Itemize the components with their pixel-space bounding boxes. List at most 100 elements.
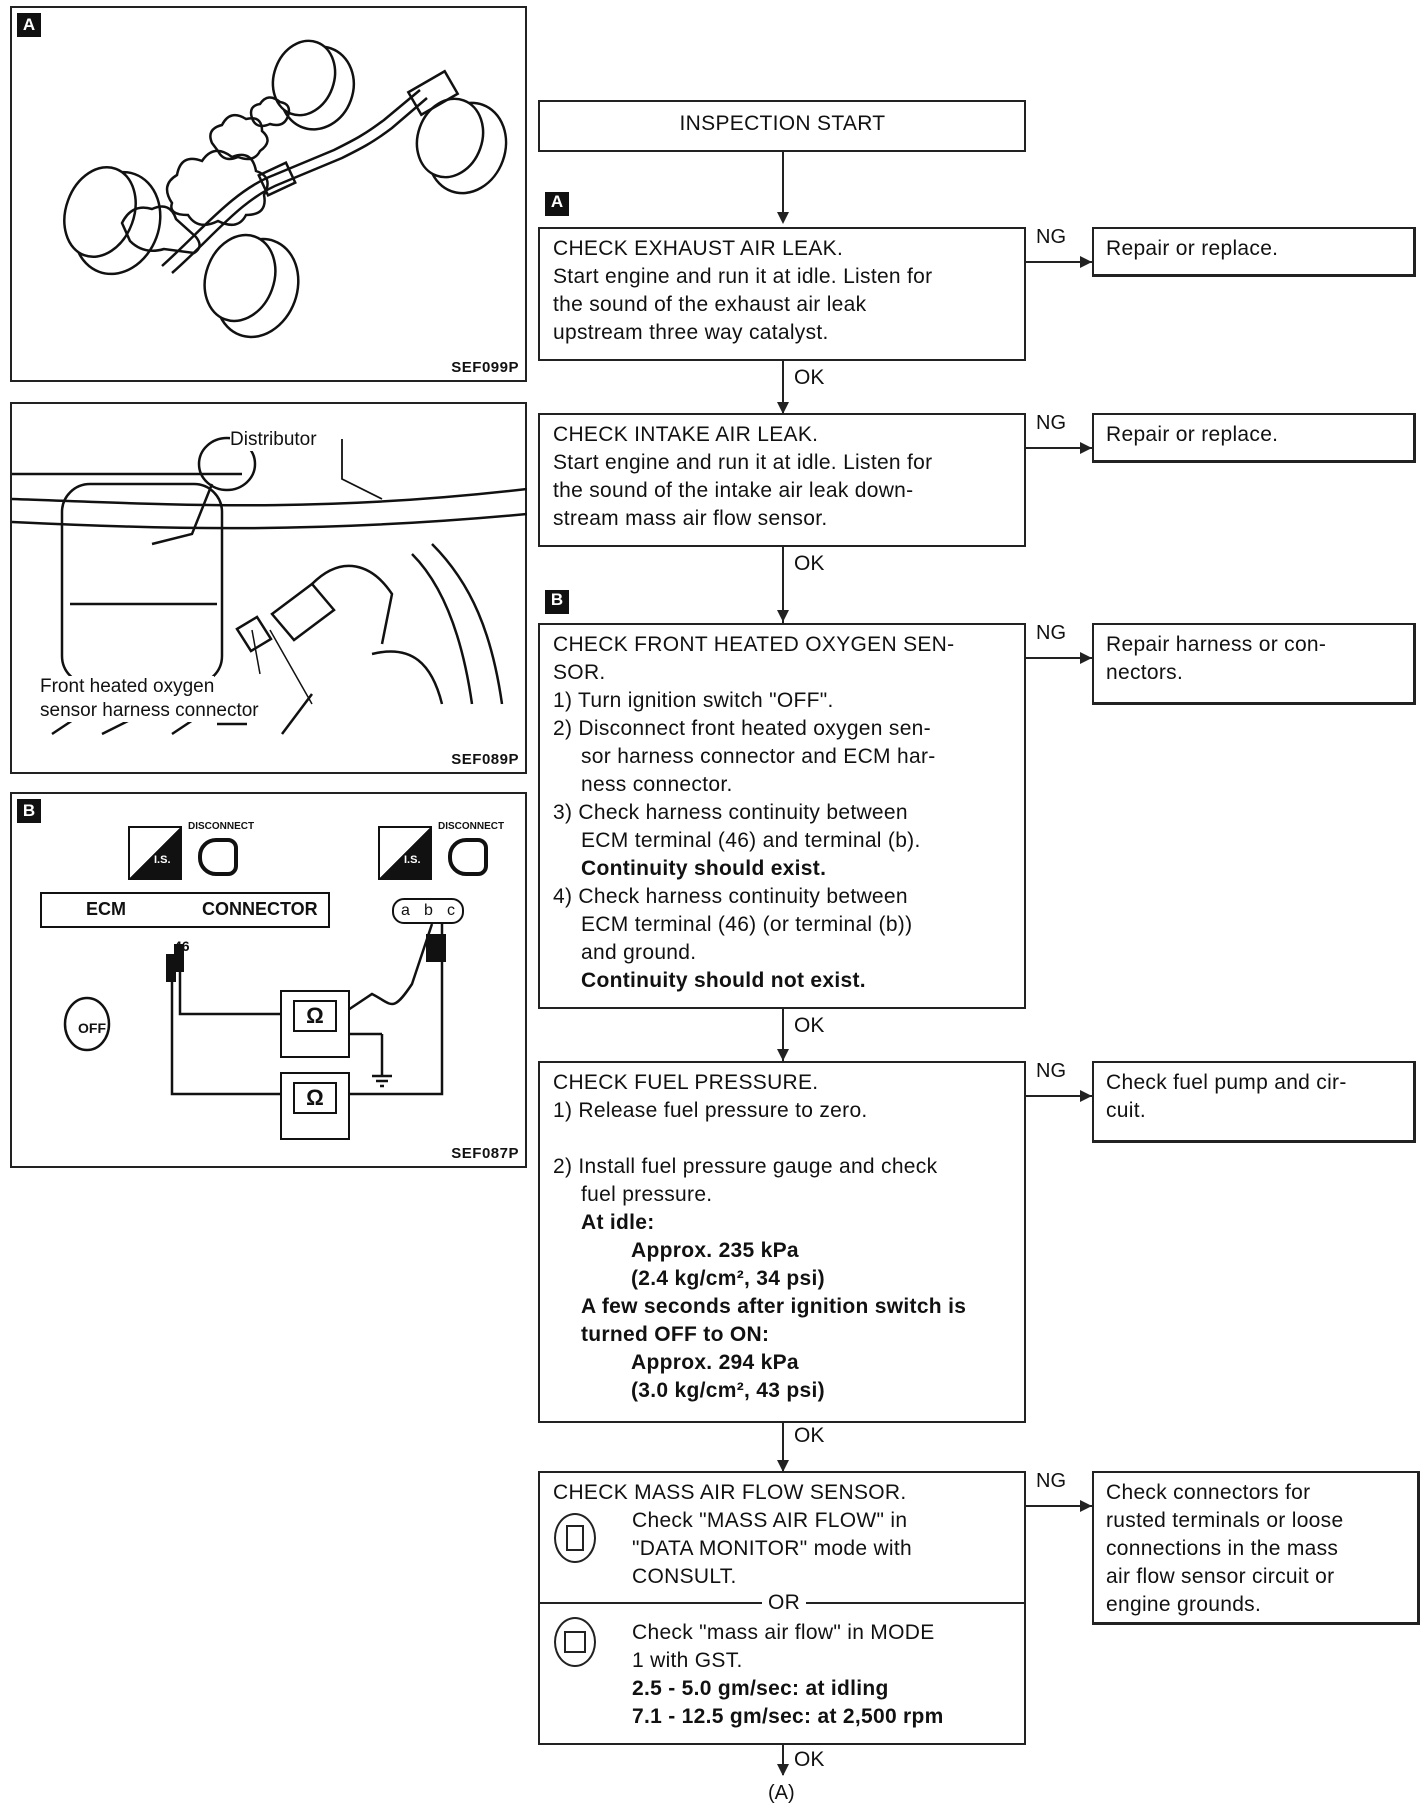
gst-text: Check "mass air flow" in MODE <box>632 1621 935 1644</box>
consult-tester-icon <box>554 1513 596 1563</box>
connector-plug-icon <box>448 838 488 876</box>
ignition-switch-label: I.S. <box>404 854 421 866</box>
step-text: Start engine and run it at idle. Listen … <box>553 451 933 474</box>
figure-tag: B <box>17 799 41 823</box>
ng-action-text: Check connectors for <box>1106 1481 1311 1504</box>
spacer <box>553 1125 1012 1153</box>
ignition-switch-icon <box>378 826 432 880</box>
ohmmeter-upper: Ω <box>280 990 350 1058</box>
continue-label: (A) <box>768 1782 795 1804</box>
ng-action-box: Repair harness or con- nectors. <box>1092 623 1416 705</box>
ng-action-box: Repair or replace. <box>1092 413 1416 463</box>
ng-action-text: Repair harness or con- <box>1106 633 1327 656</box>
substep: 2) Install fuel pressure gauge and check <box>553 1155 938 1178</box>
spec-value: 2.5 - 5.0 gm/sec: at idling <box>632 1677 889 1700</box>
ng-action-box: Check connectors for rusted terminals or… <box>1092 1471 1420 1625</box>
step-text: the sound of the exhaust air leak <box>553 293 867 316</box>
inspection-start-box: INSPECTION START <box>538 100 1026 152</box>
step-front-heated-oxygen-sensor: CHECK FRONT HEATED OXYGEN SEN- SOR. 1) T… <box>538 623 1026 1009</box>
ng-label: NG <box>1036 622 1066 644</box>
connector-line <box>782 1745 784 1775</box>
arrow-right-icon <box>1080 1500 1092 1512</box>
arrow-down-icon <box>777 1049 789 1061</box>
arrow-right-icon <box>1080 256 1092 268</box>
ohm-symbol: Ω <box>293 1000 337 1032</box>
ecm-connector: ECM CONNECTOR <box>40 892 330 928</box>
disconnect-label: DISCONNECT <box>438 821 505 832</box>
connector-line <box>782 361 784 413</box>
ecm-label: ECM <box>86 899 126 919</box>
connector-line <box>782 547 784 623</box>
ng-action-text: Repair or replace. <box>1106 237 1279 260</box>
arrow-down-icon <box>777 1764 789 1776</box>
figure-harness-check: B I.S. DISCONNECT I.S. DISCONNECT ECM CO… <box>10 792 527 1168</box>
sensor-connector: a b c <box>392 898 464 924</box>
label-sensor-connector-2: sensor harness connector <box>40 700 259 722</box>
ok-label: OK <box>794 552 825 575</box>
arrow-down-icon <box>777 1460 789 1472</box>
spec-value: (3.0 kg/cm², 43 psi) <box>631 1379 825 1402</box>
spec-heading: At idle: <box>581 1211 655 1234</box>
figure-engine-bay: Distributor Front heated oxygen sensor h… <box>10 402 527 774</box>
ng-action-box: Check fuel pump and cir- cuit. <box>1092 1061 1416 1143</box>
connector-line <box>782 1423 784 1471</box>
step-title: CHECK EXHAUST AIR LEAK. <box>553 237 844 260</box>
ng-action-text: connections in the mass <box>1106 1537 1339 1560</box>
connector-line <box>1026 657 1094 659</box>
connector-label: CONNECTOR <box>202 899 318 919</box>
connector-line <box>782 1009 784 1061</box>
step-title: CHECK INTAKE AIR LEAK. <box>553 423 819 446</box>
connector-line <box>1026 261 1094 263</box>
ng-action-text: air flow sensor circuit or <box>1106 1565 1335 1588</box>
spec-text: Continuity should exist. <box>581 857 827 880</box>
step-intake-air-leak: CHECK INTAKE AIR LEAK. Start engine and … <box>538 413 1026 547</box>
label-sensor-connector-1: Front heated oxygen <box>40 676 215 698</box>
step-title: CHECK MASS AIR FLOW SENSOR. <box>553 1481 907 1504</box>
arrow-right-icon <box>1080 652 1092 664</box>
wiring-diagram <box>63 923 446 1096</box>
arrow-down-icon <box>777 610 789 622</box>
consult-text: Check "MASS AIR FLOW" in <box>632 1509 908 1532</box>
ng-action-text: Check fuel pump and cir- <box>1106 1071 1347 1094</box>
label-distributor: Distributor <box>230 429 317 451</box>
ng-action-text: nectors. <box>1106 661 1184 684</box>
consult-text: "DATA MONITOR" mode with <box>632 1537 912 1560</box>
ng-label: NG <box>1036 412 1066 434</box>
step-text: upstream three way catalyst. <box>553 321 829 344</box>
step-tag-b: B <box>545 590 569 614</box>
ignition-switch-label: I.S. <box>154 854 171 866</box>
substep: ness connector. <box>581 773 733 796</box>
disconnect-label: DISCONNECT <box>188 821 255 832</box>
step-fuel-pressure: CHECK FUEL PRESSURE. 1) Release fuel pre… <box>538 1061 1026 1423</box>
ng-label: NG <box>1036 1060 1066 1082</box>
gst-text: 1 with GST. <box>632 1649 743 1672</box>
step-text: stream mass air flow sensor. <box>553 507 828 530</box>
substep: 3) Check harness continuity between <box>553 801 908 824</box>
connector-line <box>1026 447 1094 449</box>
ignition-switch-icon <box>128 826 182 880</box>
figure-exhaust-leak: A SEF099P <box>10 6 527 382</box>
connector-line <box>782 152 784 214</box>
ok-label: OK <box>794 1424 825 1447</box>
ng-action-text: Repair or replace. <box>1106 423 1279 446</box>
substep: fuel pressure. <box>581 1183 713 1206</box>
step-title: CHECK FRONT HEATED OXYGEN SEN- <box>553 633 955 656</box>
spec-heading: A few seconds after ignition switch is <box>581 1295 967 1318</box>
inspection-start-label: INSPECTION START <box>679 112 886 135</box>
spec-value: (2.4 kg/cm², 34 psi) <box>631 1267 825 1290</box>
spec-heading: turned OFF to ON: <box>581 1323 770 1346</box>
substep: 1) Turn ignition switch "OFF". <box>553 689 834 712</box>
connector-line <box>1026 1095 1094 1097</box>
consult-text: CONSULT. <box>632 1565 737 1588</box>
ng-action-box: Repair or replace. <box>1092 227 1416 277</box>
ng-action-text: rusted terminals or loose <box>1106 1509 1344 1532</box>
arrow-right-icon <box>1080 1090 1092 1102</box>
step-title: SOR. <box>553 661 606 684</box>
ng-action-text: engine grounds. <box>1106 1593 1262 1616</box>
ohm-symbol: Ω <box>293 1082 337 1114</box>
spec-value: Approx. 235 kPa <box>631 1239 799 1262</box>
ng-label: NG <box>1036 226 1066 248</box>
arrow-down-icon <box>777 402 789 414</box>
arrow-down-icon <box>777 212 789 224</box>
engine-bay-illustration <box>12 436 527 736</box>
